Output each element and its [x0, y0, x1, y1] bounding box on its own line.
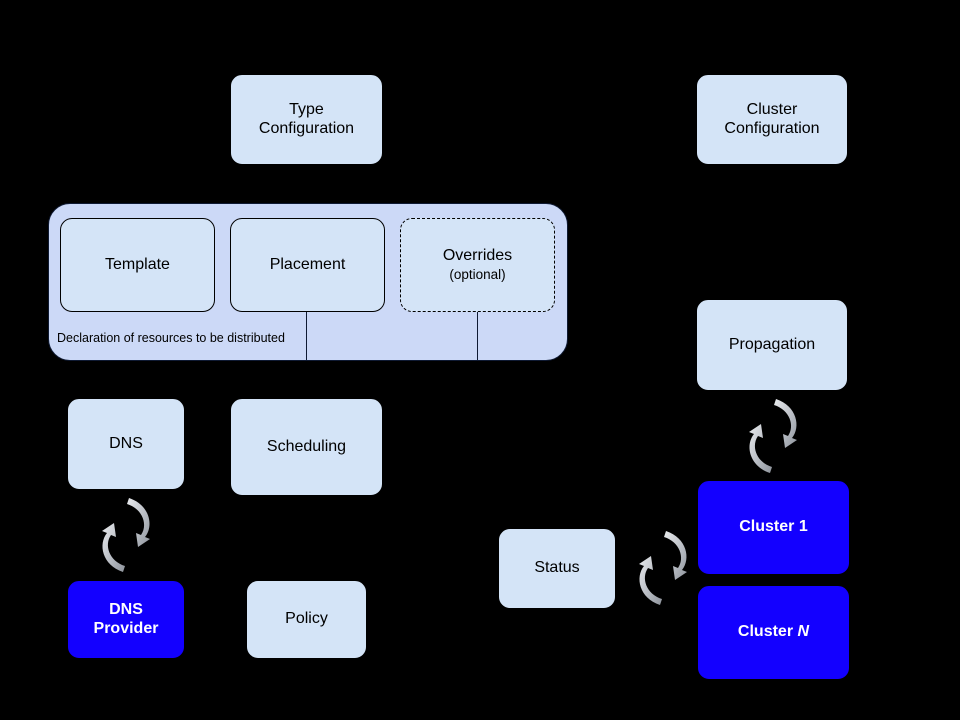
- node-scheduling-label: Scheduling: [266, 437, 347, 455]
- node-status[interactable]: Status: [498, 528, 616, 609]
- cycle-dns-to-dns-provider: [102, 498, 150, 572]
- node-overrides-sublabel: (optional): [449, 266, 506, 282]
- node-cluster-1-prefix: Cluster: [739, 518, 799, 536]
- node-cluster-n-prefix: Cluster: [737, 623, 798, 641]
- node-cluster-n-label: Cluster N: [738, 623, 809, 642]
- node-cluster-n[interactable]: Cluster N: [697, 585, 850, 680]
- node-template[interactable]: Template: [60, 218, 215, 312]
- node-status-label: Status: [534, 559, 580, 577]
- node-cluster-configuration-label: Cluster Configuration: [724, 100, 820, 137]
- node-cluster-1-label: Cluster 1: [739, 518, 807, 537]
- node-overrides[interactable]: Overrides (optional): [400, 218, 555, 312]
- node-cluster-configuration[interactable]: Cluster Configuration: [696, 74, 848, 165]
- node-template-label: Template: [105, 255, 170, 273]
- node-type-configuration[interactable]: Type Configuration: [230, 74, 383, 165]
- container-caption: Declaration of resources to be distribut…: [57, 331, 285, 345]
- cycle-propagation-to-cluster: [749, 399, 797, 473]
- node-propagation-label: Propagation: [728, 335, 816, 353]
- node-dns-label: DNS: [109, 434, 143, 452]
- node-dns[interactable]: DNS: [67, 398, 185, 490]
- node-scheduling[interactable]: Scheduling: [230, 398, 383, 496]
- node-placement-label: Placement: [269, 255, 346, 273]
- cycle-status-to-cluster: [639, 531, 687, 605]
- node-overrides-label: Overrides: [442, 247, 513, 265]
- node-cluster-1-suffix: 1: [798, 518, 808, 536]
- node-dns-provider-label: DNS Provider: [93, 600, 159, 637]
- node-propagation[interactable]: Propagation: [696, 299, 848, 391]
- node-policy-label: Policy: [285, 610, 328, 628]
- node-cluster-1[interactable]: Cluster 1: [697, 480, 850, 575]
- node-dns-provider[interactable]: DNS Provider: [67, 580, 185, 659]
- container-divider-right: [477, 312, 478, 361]
- node-placement[interactable]: Placement: [230, 218, 385, 312]
- node-policy[interactable]: Policy: [246, 580, 367, 659]
- container-divider-left: [306, 312, 307, 361]
- node-type-configuration-label: Type Configuration: [258, 100, 355, 137]
- node-cluster-n-suffix: N: [797, 623, 810, 641]
